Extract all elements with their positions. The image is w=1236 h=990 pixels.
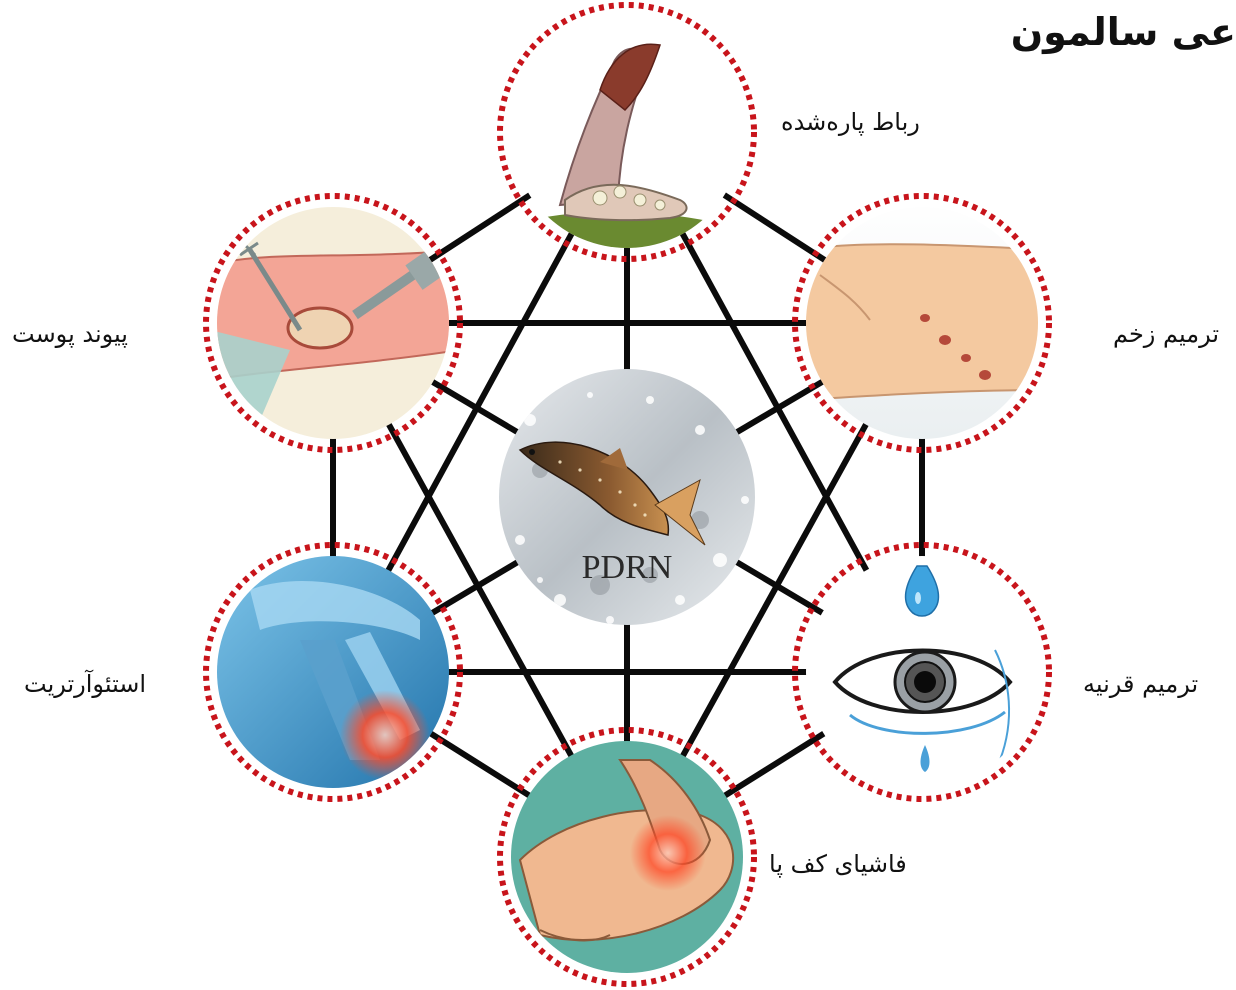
label-wound: ترمیم زخم	[1113, 320, 1219, 348]
node-cornea	[800, 550, 1050, 800]
label-osteo: استئوآرتریت	[24, 670, 146, 698]
label-ligament: رباط پاره‌شده	[781, 108, 920, 136]
label-skin: پیوند پوست	[12, 320, 128, 348]
center-node: PDRN	[490, 360, 770, 640]
center-label: PDRN	[582, 549, 673, 586]
label-plantar: فاشیای کف پا	[769, 850, 907, 878]
label-cornea: ترمیم قرنیه	[1083, 670, 1198, 698]
node-skin	[210, 200, 460, 450]
